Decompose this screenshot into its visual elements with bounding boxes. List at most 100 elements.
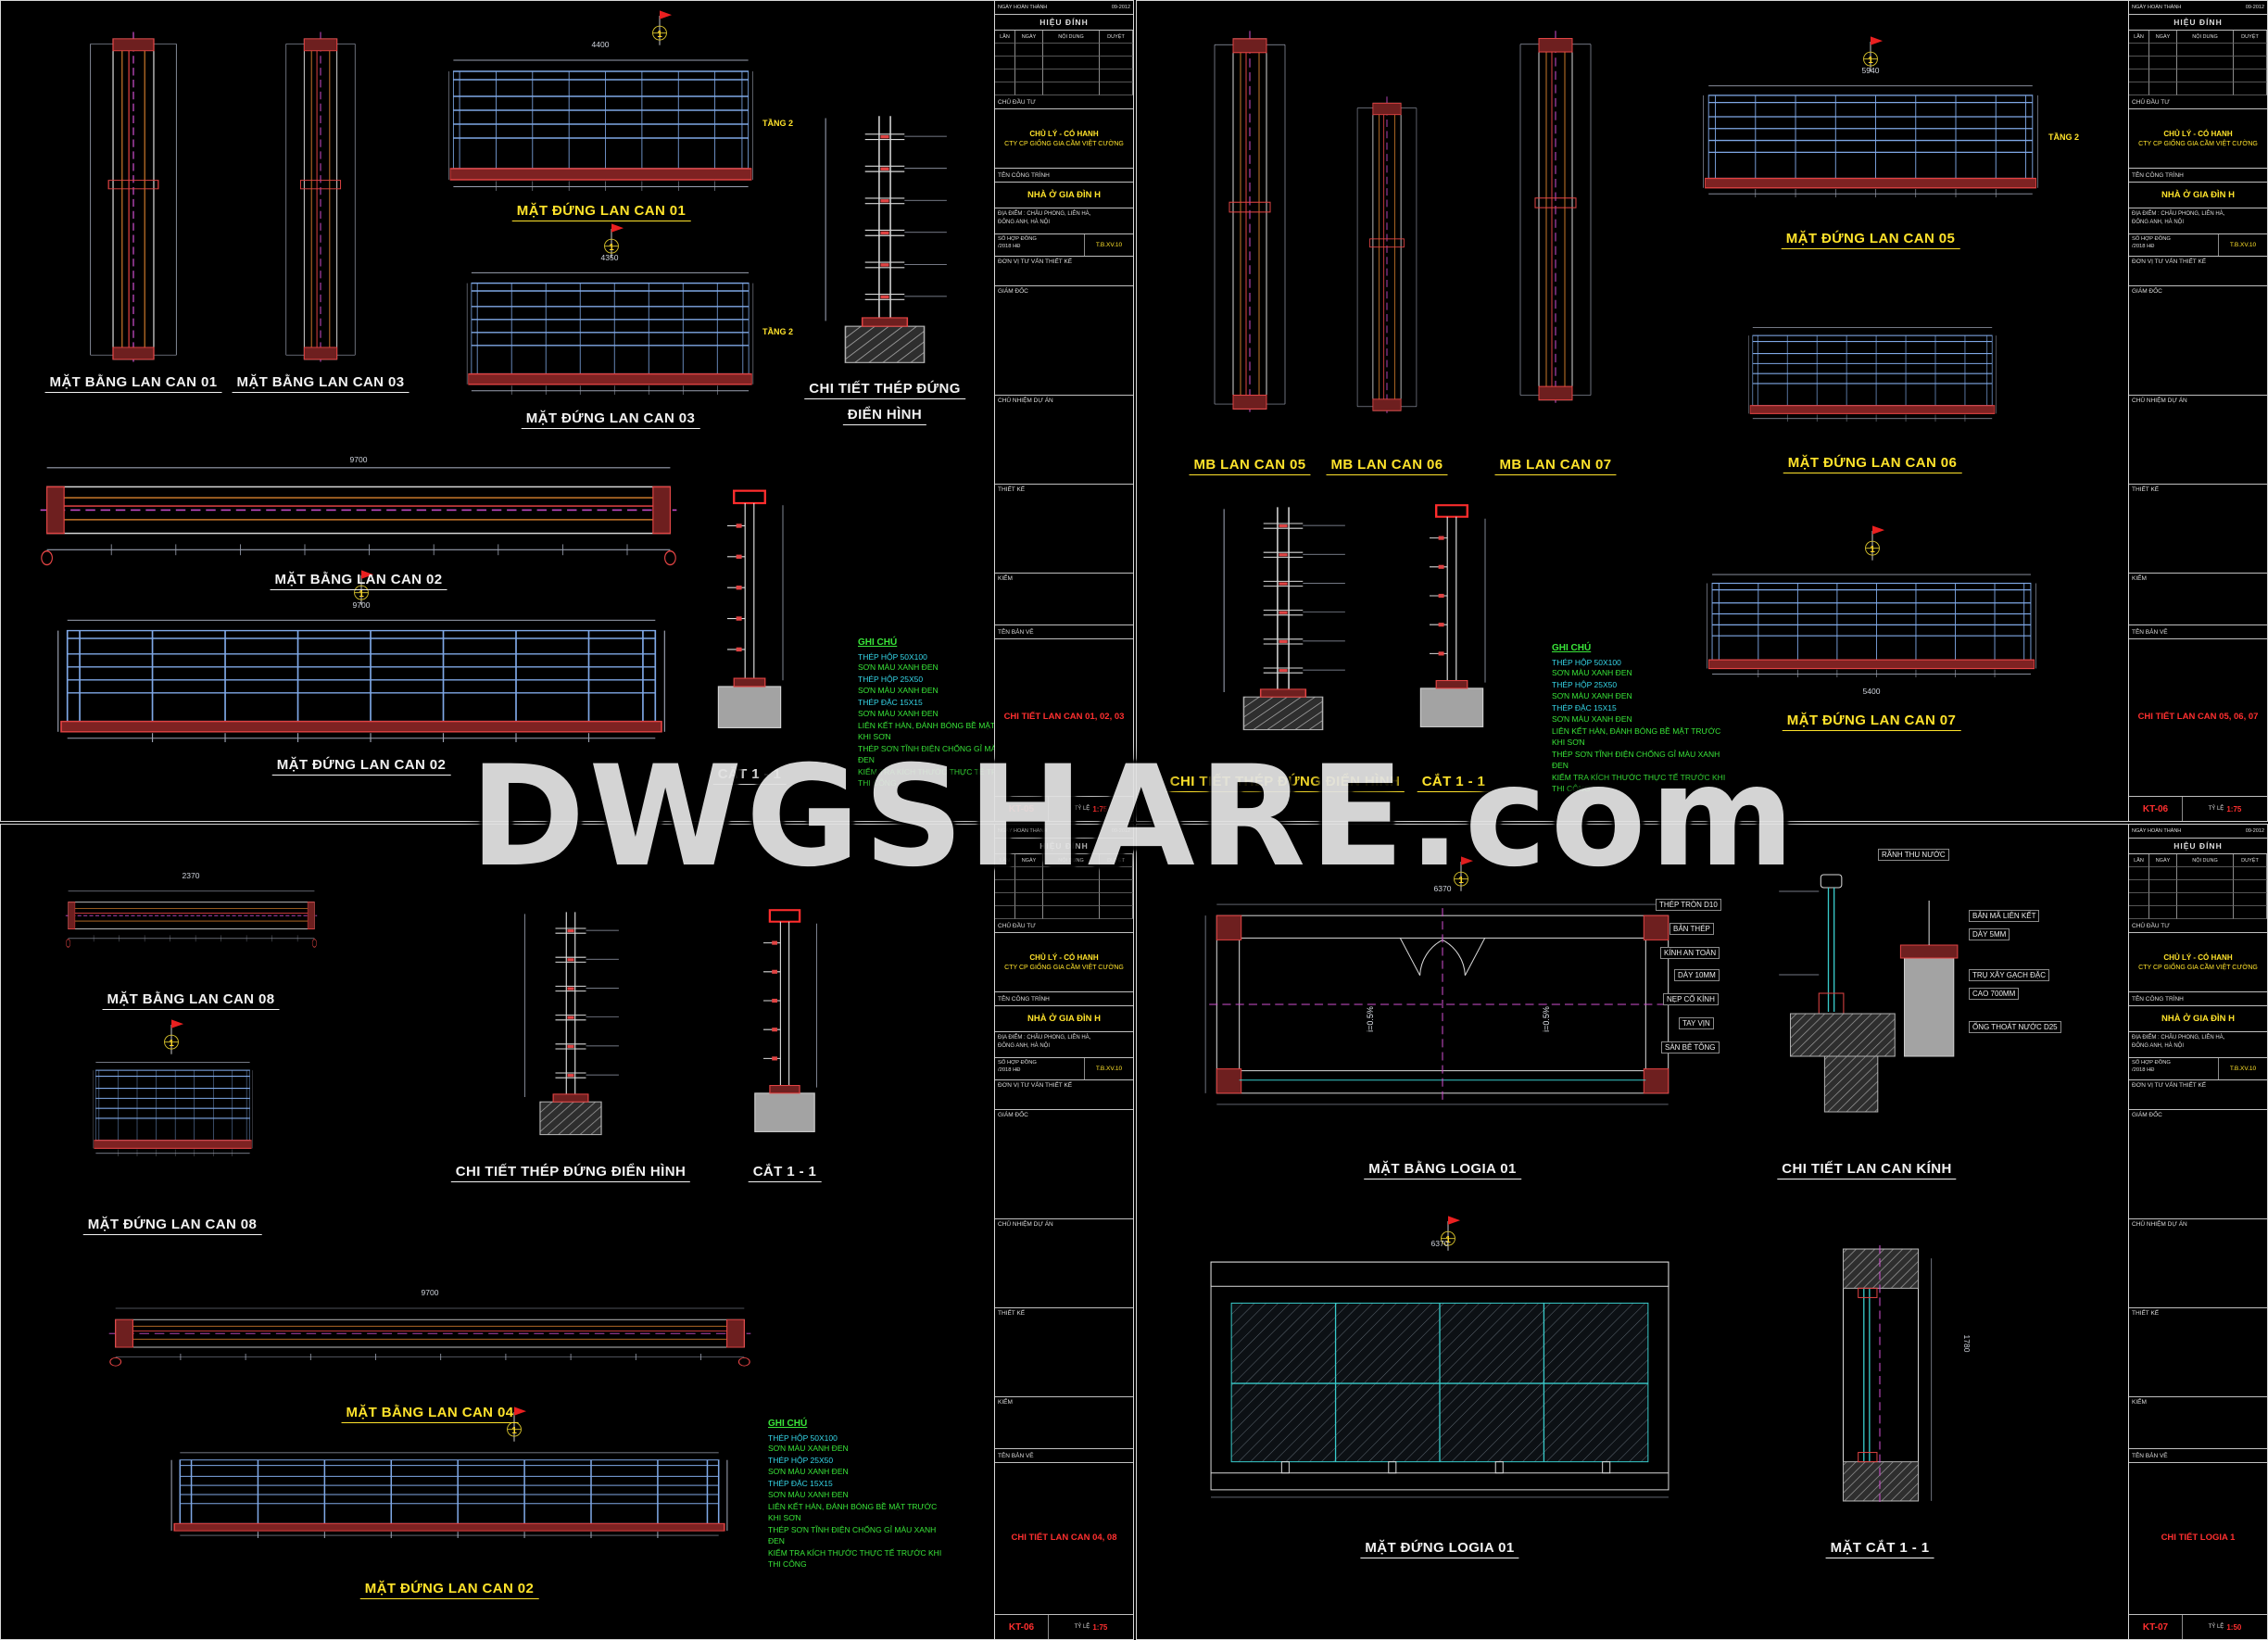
tb-owner-name1: CHỦ LÝ - CÓ HANH: [1029, 130, 1099, 138]
note-footnote: KIỂM TRA KÍCH THƯỚC THỰC TẾ TRƯỚC KHI TH…: [1552, 773, 1726, 793]
tb-consultant: ĐƠN VỊ TƯ VẤN THIẾT KẾ: [995, 257, 1133, 286]
tb-scale: TỶ LỆ 1:75: [1049, 1615, 1133, 1639]
elevation-drawing-lancan-03: [466, 271, 754, 395]
tb-rev-col: NGÀY: [1015, 854, 1043, 867]
tb-address-line2: ĐÔNG ANH, HÀ NỘI: [998, 220, 1051, 225]
section-marker-number: 1: [1870, 545, 1875, 555]
tb-rev-col: NGÀY: [2149, 854, 2177, 867]
tb-designer: THIẾT KẾ: [2129, 485, 2267, 574]
tb-director: GIÁM ĐỐC: [995, 286, 1133, 396]
tb-bottom: KT-06 TỶ LỆ 1:75: [995, 1615, 1133, 1639]
dimension-text: 1780: [1962, 1335, 1972, 1353]
watermark: DWGSHARE.com: [470, 737, 1798, 898]
elevation-drawing-lancan-07: [1707, 574, 2036, 677]
plan-drawing-lancan-04: [108, 1307, 751, 1367]
tb-scale-value: 1:75: [1092, 1622, 1108, 1632]
plan-drawing-logia-01: [1204, 903, 1677, 1105]
section-flag: 1: [652, 9, 673, 46]
tb-rev-col: NỘI DUNG: [2177, 31, 2234, 44]
tb-scale-label: TỶ LỆ: [1074, 806, 1090, 812]
plan-drawing-lancan-02: [39, 467, 678, 566]
tb-sheetname-label: TÊN BẢN VẼ: [995, 625, 1133, 639]
note-footnote: LIÊN KẾT HÀN, ĐÁNH BÓNG BỀ MẶT TRƯỚC KHI…: [1552, 726, 1721, 747]
note-footnote: THÉP SƠN TĨNH ĐIỆN CHỐNG GỈ MÀU XANH ĐEN: [768, 1525, 937, 1545]
label-glass-railing-detail: CHI TIẾT LAN CAN KÍNH: [1777, 1161, 1957, 1180]
tb-sheet-number: KT-06: [2129, 797, 2183, 821]
tb-checker: KIỂM: [995, 574, 1133, 625]
tb-sheet-number: KT-07: [2129, 1615, 2183, 1639]
tb-sheet-number: KT-05: [995, 797, 1049, 821]
tb-contract: SỐ HỢP ĐỒNG /2018 HĐ T.B.XV.10: [2129, 1058, 2267, 1080]
tb-revision-table: LẦN NGÀY NỘI DUNG DUYỆT: [2129, 31, 2267, 95]
tb-owner: CHỦ LÝ - CÓ HANH CTY CP GIỐNG GIA CẦM VI…: [995, 933, 1133, 992]
sheet-3: 2370 1 9700 1 MẶT BẰNG LAN CAN 08 MẶT ĐỨ…: [0, 824, 1134, 1640]
tb-contract-code: T.B.XV.10: [2229, 1066, 2257, 1072]
note-item-name: THÉP HỘP 50X100: [768, 1432, 838, 1443]
tb-scale: TỶ LỆ 1:75: [2183, 797, 2267, 821]
titleblock: NGÀY HOÀN THÀNH 09-2012 HIỆU ĐÍNH LẦN NG…: [2128, 1, 2267, 821]
tb-designer: THIẾT KẾ: [995, 1308, 1133, 1397]
notes-block: GHI CHÚ THÉP HỘP 50X100 SƠN MÀU XANH ĐEN…: [1552, 642, 1728, 794]
tb-rev-col: LẦN: [2129, 854, 2149, 867]
elevation-drawing-logia-01: [1210, 1261, 1670, 1498]
tb-scale-value: 1:75: [2226, 804, 2242, 814]
section-marker-number: 1: [657, 30, 662, 40]
callout-label: KÍNH AN TOÀN: [1660, 947, 1720, 959]
tb-owner-name1: CHỦ LÝ - CÓ HANH: [1029, 953, 1099, 962]
section-drawing-cut-1-1: [753, 909, 818, 1133]
tb-scale: TỶ LỆ 1:75: [1049, 797, 1133, 821]
tb-revision-header: HIỆU ĐÍNH: [2129, 15, 2267, 31]
sheet-1: 1 4400 TẦNG 2 1 4350 TẦNG 2 9700 1 9700 …: [0, 0, 1134, 822]
slope-label: i=0.5%: [1542, 1006, 1551, 1032]
tb-consultant: ĐƠN VỊ TƯ VẤN THIẾT KẾ: [2129, 1080, 2267, 1110]
drawing-canvas-sheet3: 2370 1 9700 1: [65, 871, 818, 1538]
label-steel-detail-line2: ĐIỂN HÌNH: [842, 407, 927, 425]
note-item-name: THÉP ĐẶC 15X15: [768, 1479, 833, 1489]
label-section-cut: CẮT 1 - 1: [712, 766, 787, 785]
note-item-desc: SƠN MÀU XANH ĐEN: [858, 708, 939, 718]
tb-director: GIÁM ĐỐC: [2129, 286, 2267, 396]
tb-project-label: TÊN CÔNG TRÌNH: [2129, 992, 2267, 1006]
section-flag: 1: [354, 569, 374, 606]
label-plan-lancan-07: MB LAN CAN 07: [1494, 457, 1617, 475]
tb-address-line1: ĐỊA ĐIỂM : CHÂU PHONG, LIÊN HÀ,: [998, 1035, 1091, 1041]
section-flag: 1: [1863, 35, 1884, 72]
dimension-text: 9700: [350, 455, 368, 464]
note-item-name: THÉP HỘP 25X50: [858, 675, 924, 685]
tb-owner: CHỦ LÝ - CÓ HANH CTY CP GIỐNG GIA CẦM VI…: [995, 109, 1133, 169]
tb-scale-label: TỶ LỆ: [2208, 1624, 2224, 1630]
notes-title: GHI CHÚ: [768, 1419, 808, 1429]
tb-manager: CHỦ NHIỆM DỰ ÁN: [995, 1219, 1133, 1308]
tb-project-label: TÊN CÔNG TRÌNH: [995, 169, 1133, 183]
tb-scale-value: 1:50: [2226, 1622, 2242, 1632]
plan-drawing-lancan-01: [90, 31, 177, 367]
note-item-desc: SƠN MÀU XANH ĐEN: [768, 1443, 849, 1453]
section-marker-number: 1: [1458, 876, 1464, 886]
label-section-cut: CẮT 1 - 1: [748, 1164, 822, 1182]
callout-label: THÉP TRÒN D10: [1656, 899, 1721, 911]
tb-rev-col: LẦN: [995, 31, 1015, 44]
tb-owner-name2: CTY CP GIỐNG GIA CẦM VIỆT CƯỜNG: [2138, 141, 2258, 147]
tb-director: GIÁM ĐỐC: [995, 1110, 1133, 1219]
titleblock: NGÀY HOÀN THÀNH 09-2012 HIỆU ĐÍNH LẦN NG…: [994, 1, 1133, 821]
tb-scale: TỶ LỆ 1:50: [2183, 1615, 2267, 1639]
tb-rev-col: DUYỆT: [2234, 854, 2267, 867]
level-label: TẦNG 2: [762, 119, 793, 128]
tb-contract-label: SỐ HỢP ĐỒNG: [998, 236, 1037, 242]
section-drawing-cut-1-1: [717, 489, 785, 729]
tb-contract-no: /2018 HĐ: [998, 244, 1021, 249]
plan-drawing-lancan-08: [65, 890, 318, 948]
tb-contract-code: T.B.XV.10: [1095, 242, 1123, 248]
tb-address-line2: ĐÔNG ANH, HÀ NỘI: [998, 1043, 1051, 1049]
tb-revision-header: HIỆU ĐÍNH: [2129, 839, 2267, 854]
tb-checker: KIỂM: [2129, 574, 2267, 625]
tb-contract-label: SỐ HỢP ĐỒNG: [998, 1060, 1037, 1066]
tb-owner-label: CHỦ ĐẦU TƯ: [2129, 95, 2267, 109]
tb-designer: THIẾT KẾ: [995, 485, 1133, 574]
tb-consultant: ĐƠN VỊ TƯ VẤN THIẾT KẾ: [2129, 257, 2267, 286]
dimension-text: 4350: [601, 253, 619, 262]
tb-contract: SỐ HỢP ĐỒNG /2018 HĐ T.B.XV.10: [995, 234, 1133, 257]
tb-owner: CHỦ LÝ - CÓ HANH CTY CP GIỐNG GIA CẦM VI…: [2129, 933, 2267, 992]
tb-sheet-number: KT-06: [995, 1615, 1049, 1639]
